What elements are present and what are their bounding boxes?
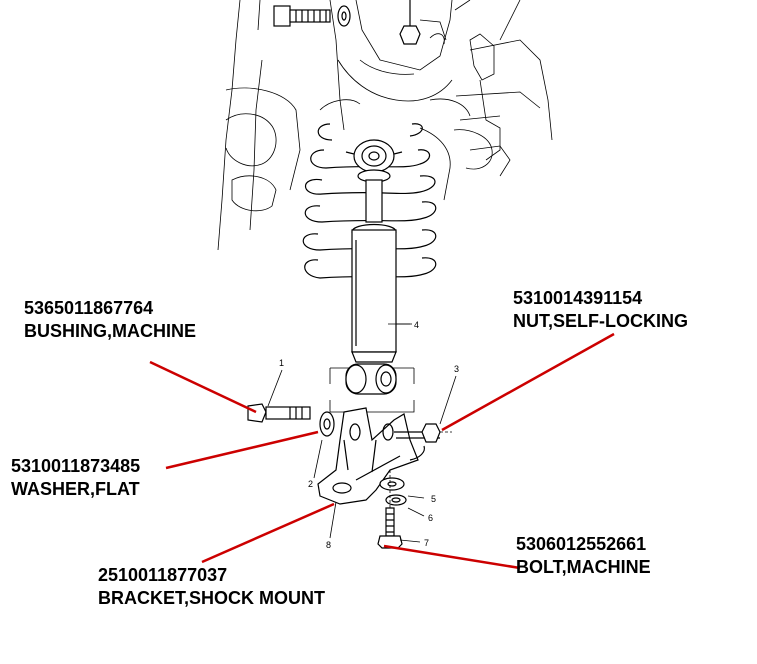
washer-leader-line	[165, 430, 319, 470]
upper-bolt-drawing	[273, 0, 421, 45]
lower-hardware-drawing	[377, 470, 407, 549]
nut-part-name: NUT,SELF-LOCKING	[513, 311, 688, 331]
bushing-leader-line	[149, 360, 257, 414]
bolt-part-number: 5306012552661	[516, 534, 647, 554]
item-number-1: 1	[279, 358, 284, 368]
lower-mount-drawing	[329, 363, 415, 413]
item-number-5: 5	[431, 494, 436, 504]
item-numbers: 1 2 3 4 5 6 7 8	[279, 320, 459, 550]
callout-bolt: 5306012552661 BOLT,MACHINE	[516, 533, 651, 579]
item-number-4: 4	[414, 320, 419, 330]
callout-leader-lines	[149, 332, 615, 570]
shock-absorber-drawing	[345, 139, 412, 363]
item-number-leaders	[267, 323, 457, 543]
bushing-part-name: BUSHING,MACHINE	[24, 321, 197, 341]
self-locking-nut-3-drawing	[421, 423, 452, 443]
item-number-8: 8	[326, 540, 331, 550]
callout-washer: 5310011873485 WASHER,FLAT	[11, 455, 140, 501]
bushing-part-number: 5365011867764	[24, 298, 154, 318]
shock-mount-bracket-drawing	[317, 407, 440, 505]
callout-bushing: 5365011867764 BUSHING,MACHINE	[24, 297, 196, 343]
bracket-part-number: 2510011877037	[98, 565, 228, 585]
flat-washer-2-drawing	[319, 411, 335, 437]
nut-leader-line	[441, 332, 615, 432]
callout-bracket: 2510011877037 BRACKET,SHOCK MOUNT	[98, 564, 325, 610]
nut-part-number: 5310014391154	[513, 288, 643, 308]
vehicle-frame-drawing	[217, 0, 553, 251]
bracket-leader-line	[201, 502, 335, 564]
bracket-part-name: BRACKET,SHOCK MOUNT	[98, 588, 325, 608]
bolt-leader-line	[383, 544, 521, 570]
item-number-7: 7	[424, 538, 429, 548]
item-number-6: 6	[428, 513, 433, 523]
bolt-part-name: BOLT,MACHINE	[516, 557, 651, 577]
machine-bolt-1-drawing	[247, 403, 311, 423]
washer-part-number: 5310011873485	[11, 456, 141, 476]
washer-part-name: WASHER,FLAT	[11, 479, 140, 499]
item-number-2: 2	[308, 479, 313, 489]
item-number-3: 3	[454, 364, 459, 374]
callout-nut: 5310014391154 NUT,SELF-LOCKING	[513, 287, 688, 333]
